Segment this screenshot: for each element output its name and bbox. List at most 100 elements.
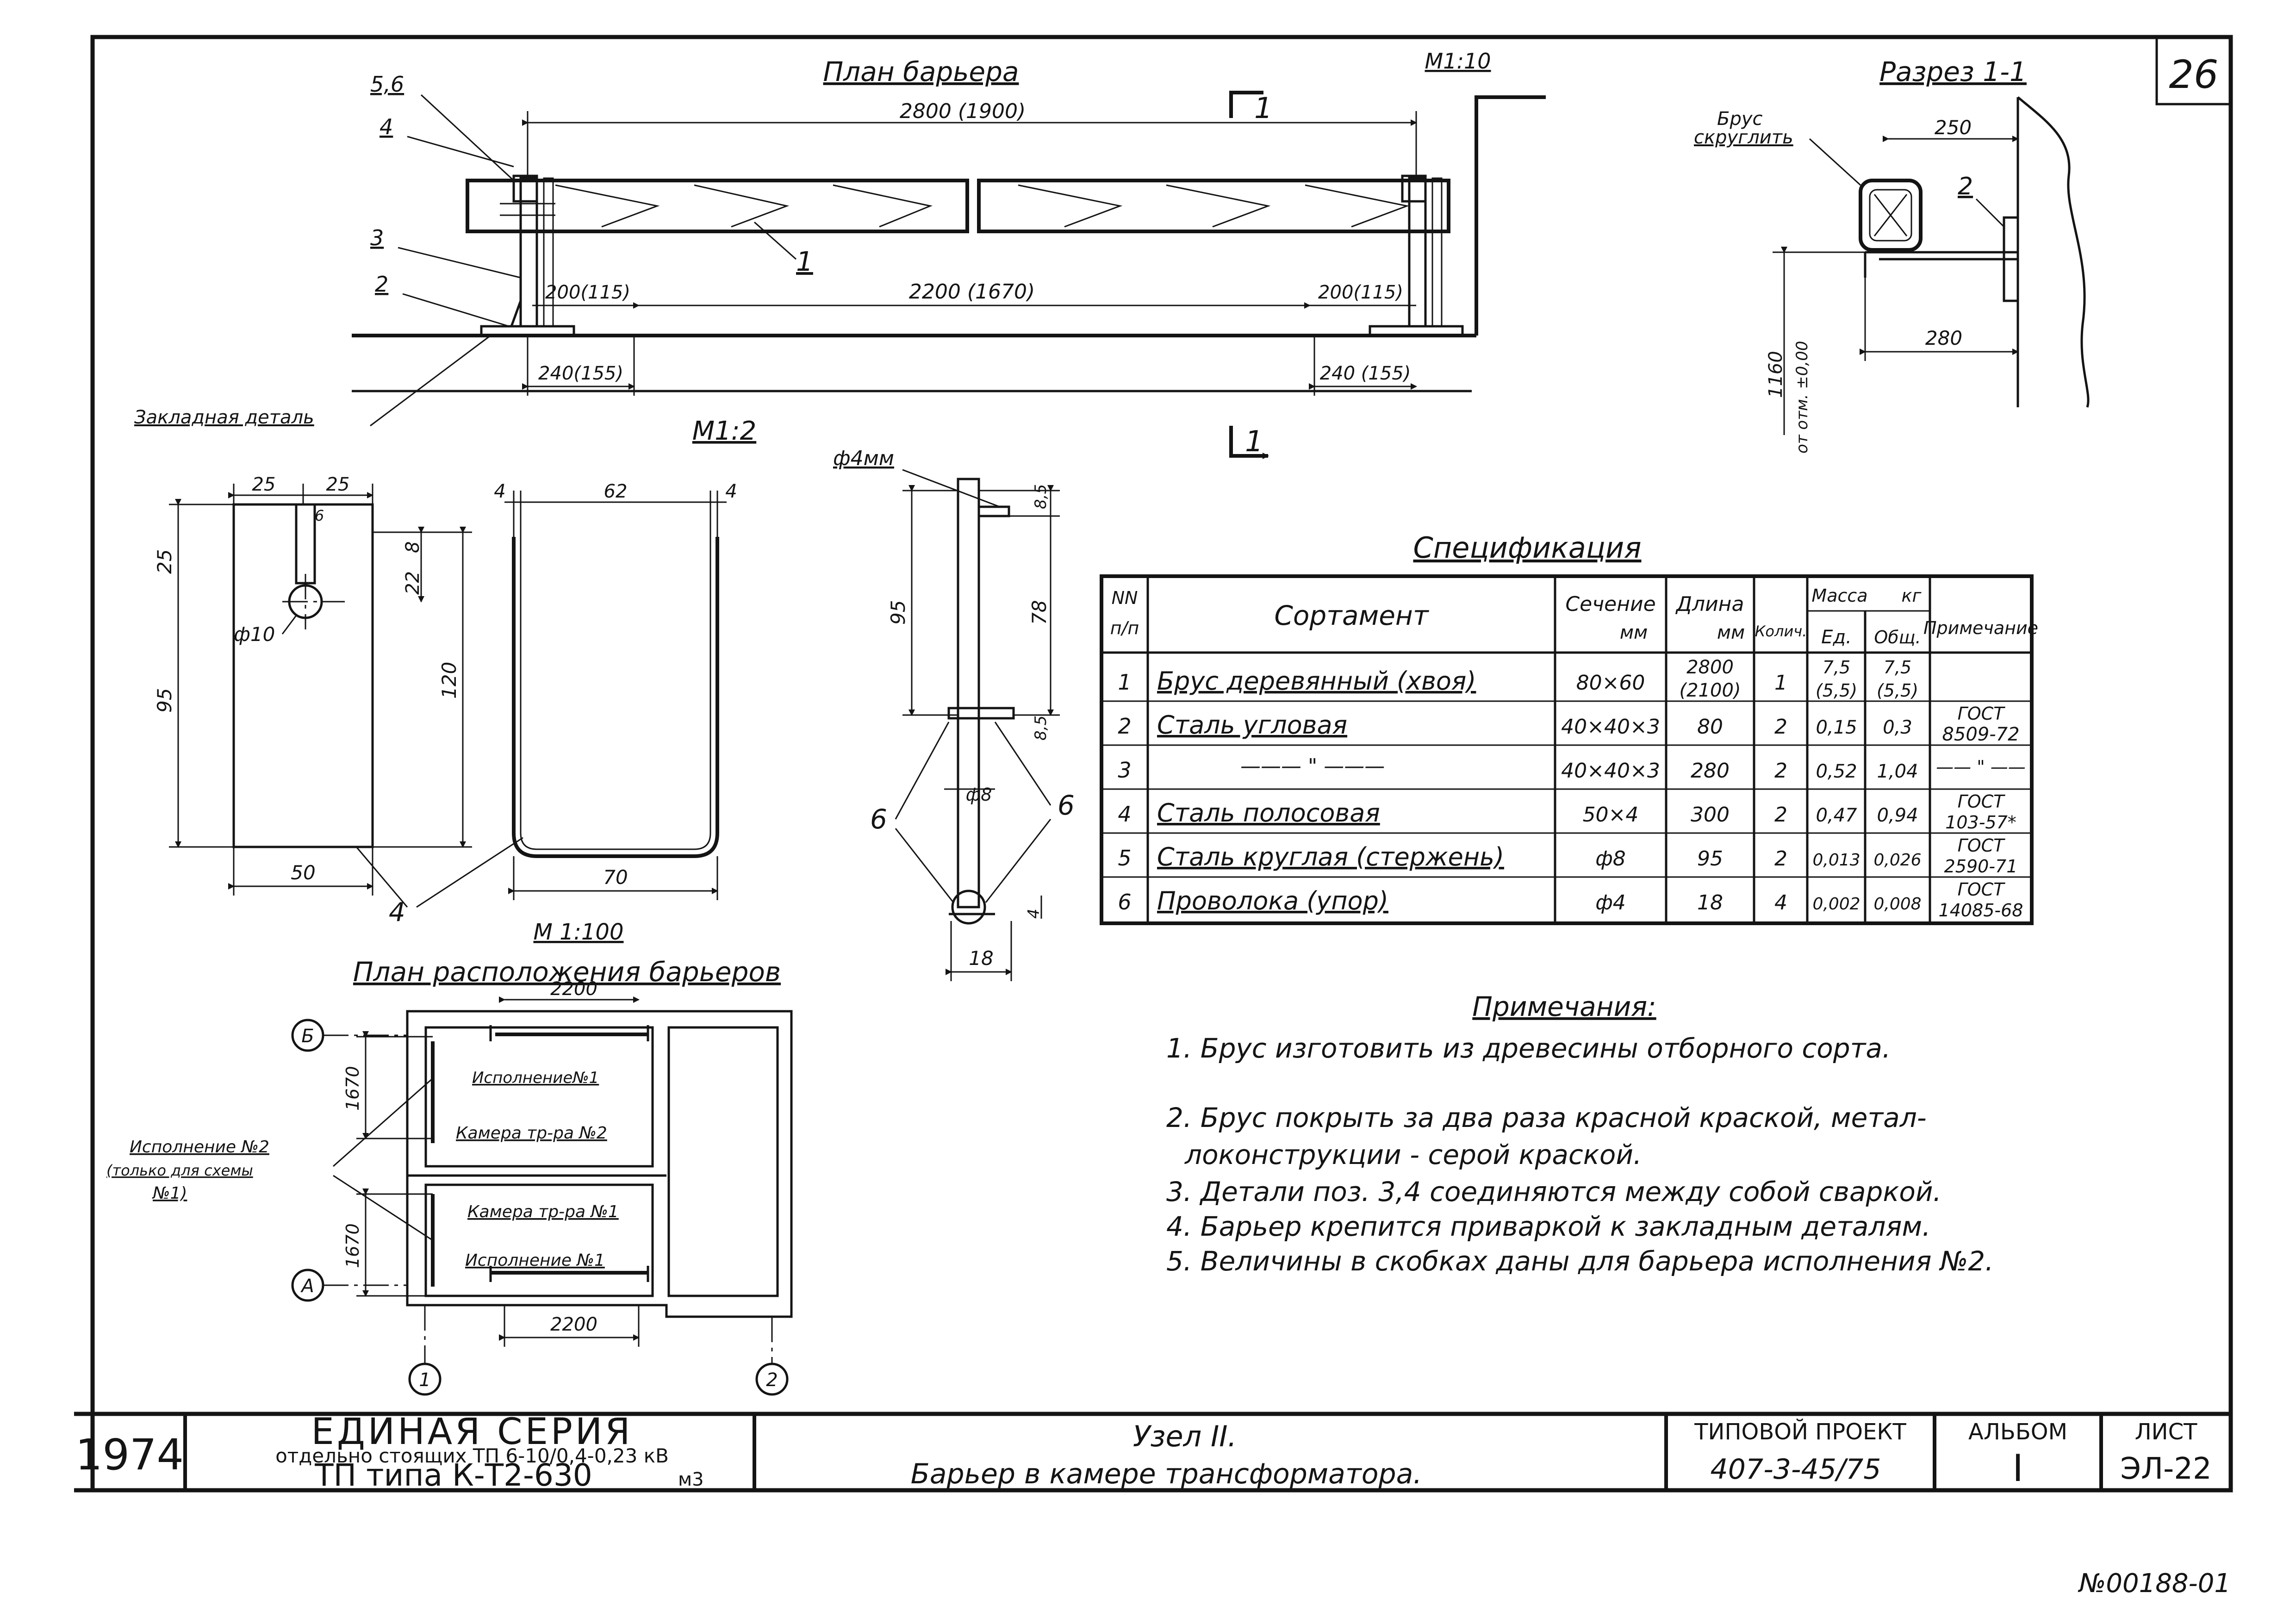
spec-row: 3 ——— " ——— 40×40×3 280 2 0,52 1,04 —— "…: [1118, 754, 2025, 783]
spec-cell-n: 6: [1118, 890, 1131, 915]
label-isp2-l3: №1): [152, 1184, 187, 1203]
title-proj-no: 407-3-45/75: [1711, 1453, 1881, 1486]
rod-dim-rod: ф8: [966, 784, 992, 805]
spec-frame: [1100, 574, 2034, 925]
spec-title: Спецификация: [1413, 531, 1641, 565]
label-isp2-l1: Исполнение №2: [130, 1138, 269, 1157]
dim-left-offset: 200(115): [545, 282, 630, 303]
title-year: 1974: [75, 1430, 184, 1480]
spec-cell-name: Брус деревянный (хвоя): [1157, 666, 1476, 696]
note-line-3: локонструкции - серой краской.: [1184, 1139, 1642, 1170]
note-line-4: 3. Детали поз. 3,4 соединяются между соб…: [1166, 1176, 1941, 1207]
spec-head-unit: Ед.: [1821, 627, 1852, 648]
spec-head-note: Примечание: [1923, 618, 2038, 638]
spec-cell-sec: 80×60: [1576, 671, 1645, 695]
spec-cell-sec: ф4: [1595, 891, 1626, 915]
label-isp1-top: Исполнение№1: [472, 1069, 599, 1087]
spec-head-nn2: п/п: [1110, 618, 1139, 638]
spec-cell-qty: 2: [1774, 759, 1787, 783]
rod-wire-bottom: [947, 707, 1015, 720]
plate-dim-width: 50: [291, 861, 315, 884]
layout-dim-bottom: 2200: [550, 1314, 597, 1335]
spec-cell-note1: ГОСТ: [1958, 879, 2006, 900]
spec-cell-sec: 40×40×3: [1561, 715, 1660, 739]
spec-cell-total1: 1,04: [1877, 761, 1918, 782]
layout-plan: М 1:100 План расположения барьеров 2200 …: [106, 919, 793, 1396]
spec-cell-note1: ГОСТ: [1958, 835, 2006, 856]
spec-cell-n: 2: [1118, 714, 1131, 739]
axis-b-label: Б: [301, 1026, 314, 1047]
plate-dim-top: 25: [153, 549, 176, 574]
spec-cell-len2: (2100): [1679, 680, 1741, 701]
section-mark-top-label: 1: [1254, 91, 1272, 125]
section-mark-top: [1229, 91, 1263, 118]
spec-head-len1: Длина: [1675, 592, 1744, 616]
layout-dim-v1: 1670: [342, 1066, 363, 1111]
spec-cell-unit1: 7,5: [1823, 657, 1850, 678]
notes-title: Примечания:: [1472, 991, 1656, 1022]
spec-head-qty: Колич.: [1755, 622, 1807, 640]
top-view-title: План барьера: [823, 56, 1019, 87]
dim-left-base: 240(155): [538, 363, 623, 384]
spec-cell-note2: 14085-68: [1939, 900, 2023, 921]
rod-dim-total: 95: [887, 600, 909, 625]
section-callout: 2: [1958, 173, 1973, 200]
wall-line: [1475, 95, 1546, 336]
section-note-2: скруглить: [1694, 127, 1793, 148]
spec-cell-note1: ГОСТ: [1958, 703, 2006, 724]
rod-body: [957, 478, 980, 908]
note-line-2: 2. Брус покрыть за два раза красной крас…: [1166, 1102, 1927, 1133]
title-desc: Барьер в камере трансформатора.: [911, 1458, 1422, 1490]
spec-cell-total1: 0,94: [1877, 805, 1918, 826]
rod-wire-top: [977, 505, 1010, 517]
label-cam1: Камера тр-ра №1: [467, 1202, 619, 1221]
title-album-label: АЛЬБОМ: [1968, 1419, 2067, 1445]
spec-head-nn1: NN: [1112, 588, 1138, 608]
spec-cell-note2: 103-57*: [1945, 812, 2016, 833]
title-series-sub: отдельно стоящих ТП 6-10/0,4-0,23 кВ: [275, 1444, 669, 1467]
section-title: Разрез 1-1: [1879, 56, 2027, 87]
spec-cell-qty: 2: [1774, 715, 1787, 739]
dim-right-offset: 200(115): [1318, 282, 1403, 303]
spec-cell-note2: 2590-71: [1944, 856, 2018, 877]
spec-cell-note1: ГОСТ: [1958, 791, 2006, 812]
spec-cell-len1: 300: [1691, 803, 1730, 827]
rod-dim-top: 8,5: [1032, 484, 1050, 509]
section-wall: [2016, 96, 2090, 408]
section-view: Разрез 1-1 Брус скруглить 250 280 2 1160…: [1694, 56, 2090, 454]
layout-title: План расположения барьеров: [353, 956, 781, 988]
note-line-5: 4. Барьер крепится приваркой к закладным…: [1166, 1211, 1931, 1242]
spec-cell-total2: (5,5): [1877, 680, 1918, 701]
plate-dim-c: 6: [315, 507, 324, 524]
label-isp1-bottom: Исполнение №1: [465, 1251, 605, 1270]
spec-cell-sec: 40×40×3: [1561, 759, 1660, 783]
spec-cell-sec: 50×4: [1583, 803, 1639, 827]
base-plate-right: [1369, 325, 1464, 337]
section-beam: [1859, 179, 1923, 252]
plate-detail: М1:2 25 25 6 95 25 22 8 120 ф10 50 4: [153, 416, 756, 927]
spec-row: 2 Сталь угловая 40×40×3 80 2 0,15 0,3 ГО…: [1118, 703, 2019, 745]
axis-a-label: А: [300, 1276, 314, 1297]
layout-outer-wall: [406, 1010, 793, 1318]
spec-cell-total1: 0,3: [1883, 717, 1912, 738]
spec-row: 4 Сталь полосовая 50×4 300 2 0,47 0,94 Г…: [1118, 791, 2016, 833]
spec-row: 6 Проволока (упор) ф4 18 4 0,002 0,008 Г…: [1118, 879, 2023, 921]
spec-cell-len1: 18: [1697, 891, 1723, 915]
plate-dim-height: 95: [153, 688, 176, 713]
spec-head-name: Сортамент: [1274, 600, 1429, 631]
spec-cell-n: 3: [1118, 758, 1131, 783]
plate-hole-label: ф10: [234, 623, 275, 646]
top-view: План барьера М1:10 1 1 2800 (1900) 2200: [134, 49, 1546, 459]
title-sheet-no: ЭЛ-22: [2120, 1452, 2211, 1486]
callout-4: 4: [380, 114, 393, 139]
section-angle: [1864, 251, 2018, 278]
dim-right-base: 240 (155): [1320, 363, 1411, 384]
callout-3: 3: [370, 225, 384, 250]
wood-grain: [555, 184, 1410, 228]
note-line-1: 1. Брус изготовить из древесины отборног…: [1166, 1033, 1891, 1064]
title-album-no: I: [2012, 1447, 2023, 1490]
axis-1-label: 1: [419, 1369, 430, 1391]
spec-cell-n: 5: [1118, 846, 1131, 871]
u-dim-left: 4: [494, 481, 505, 502]
spec-cell-unit1: 0,013: [1812, 851, 1860, 870]
